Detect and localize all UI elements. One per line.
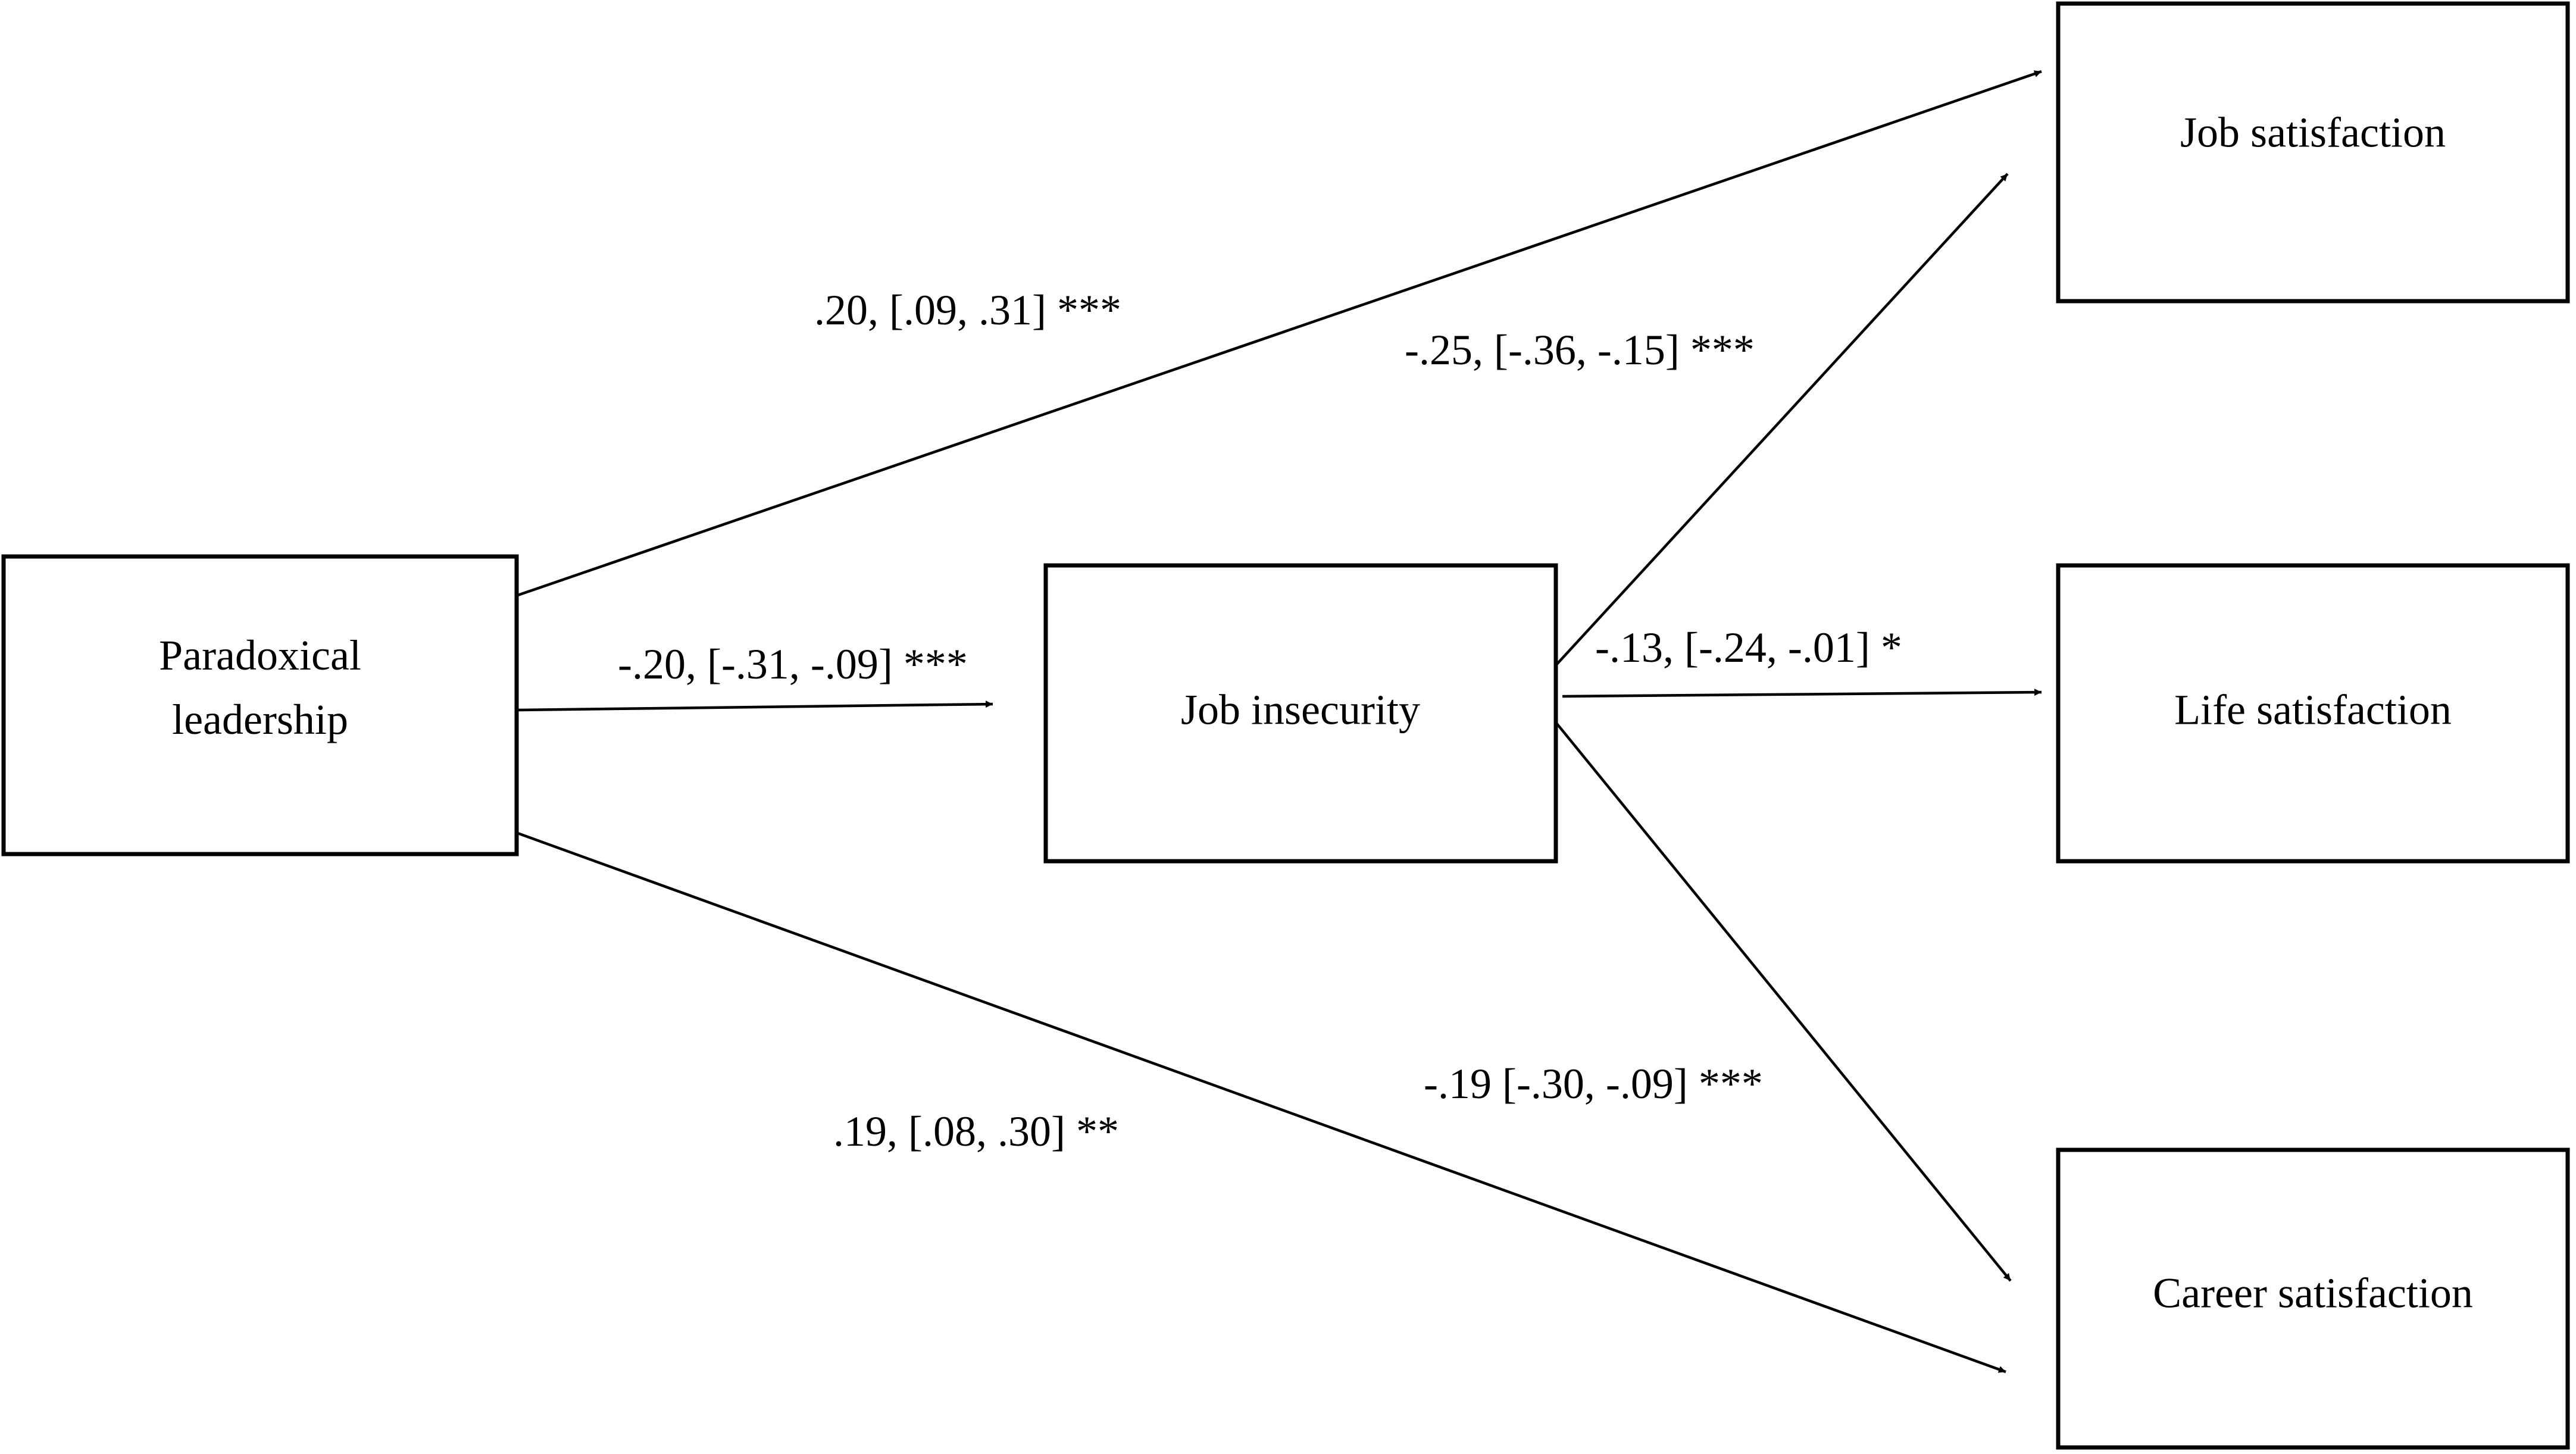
node-job-insecurity: Job insecurity xyxy=(1043,563,1558,864)
edge-insecurity-to-job-satisfaction xyxy=(1553,173,2009,668)
edge-leadership-to-job-satisfaction xyxy=(517,70,2042,597)
edge-insecurity-to-life-satisfaction xyxy=(1562,689,2042,698)
edge-leadership-to-career-satisfaction xyxy=(517,831,2006,1374)
node-paradoxical-leadership-label-line1: Paradoxical xyxy=(159,631,361,679)
edge-label-leadership-to-career-satisfaction: .19, [.08, .30] ** xyxy=(833,1108,1119,1155)
node-job-satisfaction: Job satisfaction xyxy=(2056,1,2570,304)
edge-leadership-to-job-insecurity xyxy=(517,701,993,712)
edge-label-insecurity-to-job-satisfaction: -.25, [-.36, -.15] *** xyxy=(1405,326,1755,374)
edge-label-leadership-to-job-satisfaction: .20, [.09, .31] *** xyxy=(814,286,1121,334)
node-life-satisfaction: Life satisfaction xyxy=(2056,563,2570,864)
node-career-satisfaction-label: Career satisfaction xyxy=(2153,1269,2473,1317)
edge-label-leadership-to-job-insecurity: -.20, [-.31, -.09] *** xyxy=(618,640,968,688)
node-paradoxical-leadership-label-line2: leadership xyxy=(172,696,348,743)
edge-label-insecurity-to-career-satisfaction: -.19 [-.30, -.09] *** xyxy=(1424,1060,1763,1108)
edge-label-insecurity-to-life-satisfaction: -.13, [-.24, -.01] * xyxy=(1595,624,1902,671)
node-job-insecurity-label: Job insecurity xyxy=(1181,686,1420,734)
node-job-satisfaction-label: Job satisfaction xyxy=(2180,109,2446,157)
node-life-satisfaction-label: Life satisfaction xyxy=(2174,686,2452,734)
node-paradoxical-leadership: Paradoxical leadership xyxy=(1,554,519,856)
edge-insecurity-to-career-satisfaction xyxy=(1555,722,2012,1282)
node-career-satisfaction: Career satisfaction xyxy=(2056,1147,2570,1450)
